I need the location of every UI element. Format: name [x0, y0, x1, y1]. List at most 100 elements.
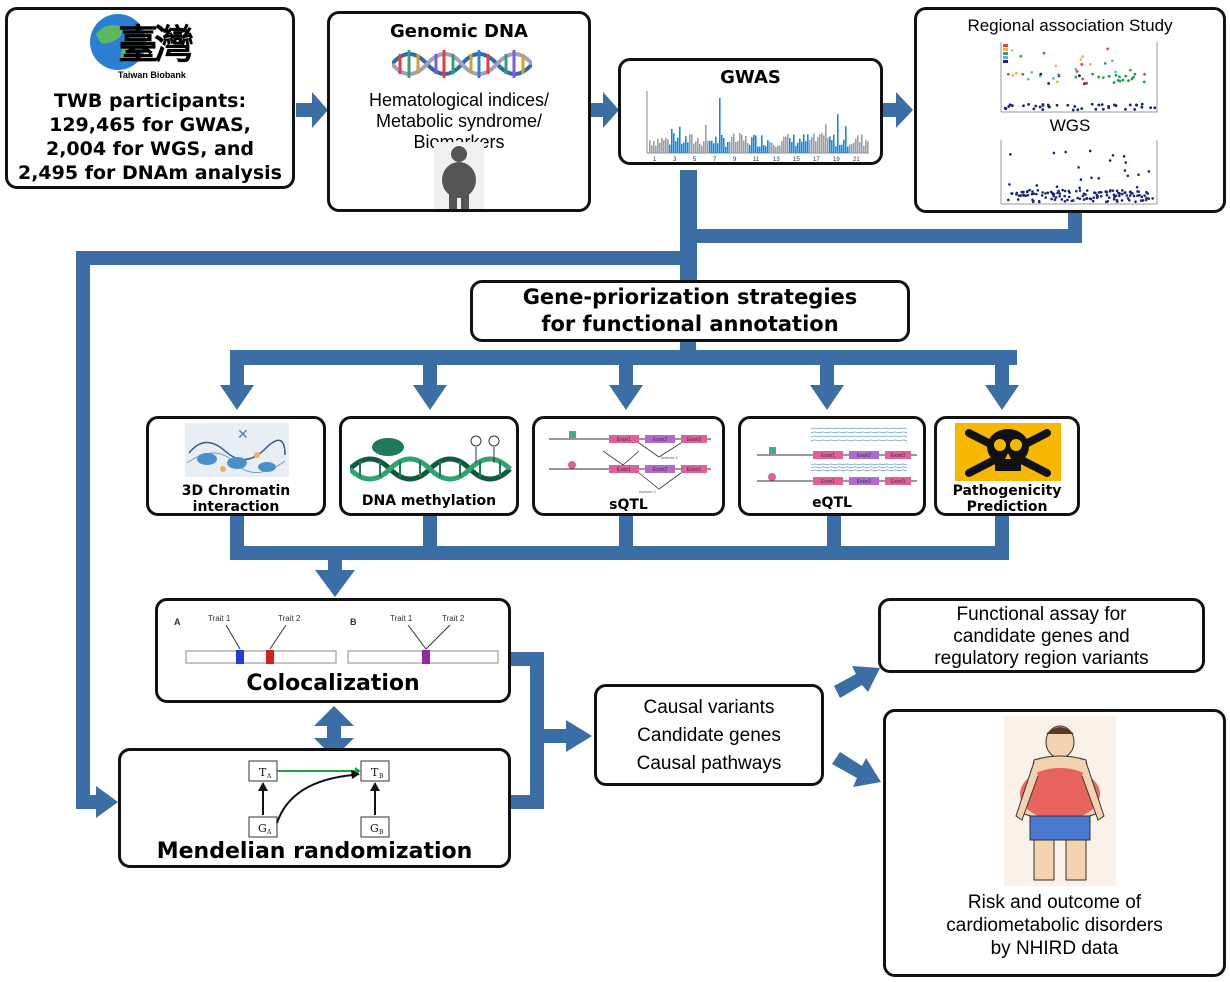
- wgs-point: [1031, 198, 1034, 202]
- manhattan-bar: [851, 143, 853, 153]
- regional-point: [1111, 59, 1114, 63]
- svg-text:Trait 1: Trait 1: [390, 614, 413, 623]
- regional-point: [1047, 82, 1051, 85]
- regional-point: [1107, 106, 1111, 110]
- wgs-point: [1064, 150, 1067, 154]
- regional-point: [1080, 63, 1084, 66]
- regional-point: [1004, 107, 1008, 111]
- regional-title: Regional association Study: [967, 16, 1173, 35]
- manhattan-bar: [831, 139, 833, 153]
- regional-point: [1081, 77, 1085, 81]
- regional-point: [1128, 68, 1132, 72]
- regional-point: [1140, 102, 1144, 106]
- wgs-point: [1074, 189, 1078, 193]
- wgs-point: [1128, 194, 1132, 197]
- regional-point: [1124, 107, 1127, 111]
- risk-box: Risk and outcome of cardiometabolic diso…: [883, 709, 1226, 977]
- regional-point: [1133, 72, 1137, 76]
- manhattan-tick-label: 19: [833, 157, 840, 163]
- wgs-point: [1131, 192, 1134, 195]
- arrow-to-risk: [832, 752, 881, 787]
- manhattan-bar: [827, 137, 829, 153]
- manhattan-tick-label: 17: [813, 157, 820, 163]
- chromatin-icon: ✕: [185, 423, 289, 477]
- dna-helix-icon: [392, 50, 532, 78]
- wgs-point: [1085, 197, 1088, 201]
- svg-text:Exon3: Exon3: [687, 467, 701, 473]
- regional-point: [1107, 74, 1111, 78]
- regional-point: [1097, 75, 1101, 79]
- twb-line-1: TWB participants:: [53, 90, 247, 112]
- manhattan-bar: [777, 145, 779, 153]
- svg-text:Exon1: Exon1: [617, 467, 631, 473]
- wgs-point: [1135, 185, 1139, 189]
- manhattan-tick-label: 21: [853, 157, 860, 163]
- manhattan-bar: [663, 140, 665, 153]
- globe-icon: [90, 14, 146, 70]
- genomic-line-1: Hematological indices/: [368, 90, 550, 110]
- wgs-point: [1090, 176, 1093, 180]
- wgs-point: [1112, 193, 1116, 197]
- regional-point: [1078, 74, 1081, 78]
- expression-wave: [810, 431, 908, 434]
- regional-point: [1132, 75, 1135, 79]
- wgs-point: [1117, 194, 1121, 198]
- wgs-point: [1091, 199, 1095, 203]
- wgs-point: [1151, 197, 1154, 200]
- manhattan-bar: [817, 137, 819, 153]
- manhattan-bar: [765, 146, 767, 153]
- svg-text:Exon1: Exon1: [821, 453, 835, 459]
- regional-point: [1041, 108, 1045, 111]
- regional-point: [1124, 74, 1128, 78]
- manhattan-bar: [737, 140, 739, 153]
- manhattan-bar: [819, 134, 821, 153]
- manhattan-bar: [823, 135, 825, 153]
- wgs-point: [1026, 189, 1029, 193]
- wgs-point: [1067, 195, 1071, 199]
- manhattan-bar: [809, 140, 811, 153]
- wgs-point: [1114, 194, 1118, 198]
- manhattan-bar: [779, 145, 781, 153]
- regional-point: [1088, 63, 1092, 66]
- svg-text:Trait 1: Trait 1: [208, 614, 231, 623]
- wgs-point: [1026, 193, 1030, 197]
- regional-plot: [1000, 42, 1158, 113]
- svg-text:A: A: [266, 829, 272, 836]
- wgs-point: [1010, 192, 1014, 195]
- manhattan-bar: [743, 140, 745, 153]
- manhattan-bar: [801, 141, 803, 153]
- regional-point: [1076, 108, 1080, 112]
- manhattan-tick-label: 11: [753, 157, 760, 163]
- regional-point: [1100, 103, 1104, 106]
- manhattan-bar: [813, 133, 815, 153]
- wgs-point: [1040, 194, 1044, 197]
- logo-caption: Taiwan Biobank: [118, 70, 186, 80]
- regional-point: [1026, 77, 1030, 81]
- manhattan-bar: [815, 141, 817, 153]
- manhattan-bar: [717, 143, 719, 153]
- manhattan-bar: [755, 135, 757, 153]
- manhattan-bar: [675, 141, 677, 153]
- regional-point: [1103, 62, 1107, 65]
- wgs-point: [1022, 194, 1026, 197]
- regional-point: [1079, 58, 1083, 61]
- wgs-point: [1139, 199, 1143, 202]
- manhattan-bar: [683, 142, 685, 153]
- mendelian-diagram: T A T B G A G B: [248, 760, 390, 838]
- manhattan-bar: [759, 146, 761, 153]
- manhattan-bar: [811, 137, 813, 153]
- manhattan-bar: [803, 134, 805, 153]
- regional-point: [1083, 82, 1086, 86]
- manhattan-bar: [795, 146, 797, 153]
- manhattan-bar: [703, 141, 705, 153]
- causal-line-3: Causal pathways: [636, 753, 782, 774]
- wgs-point: [1008, 183, 1011, 186]
- wgs-point: [1028, 188, 1032, 192]
- causal-line-2: Candidate genes: [637, 725, 781, 746]
- manhattan-bar: [657, 138, 659, 153]
- wgs-point: [1077, 166, 1080, 169]
- manhattan-bar: [693, 143, 695, 153]
- manhattan-bar: [665, 137, 667, 153]
- manhattan-bar: [747, 143, 749, 153]
